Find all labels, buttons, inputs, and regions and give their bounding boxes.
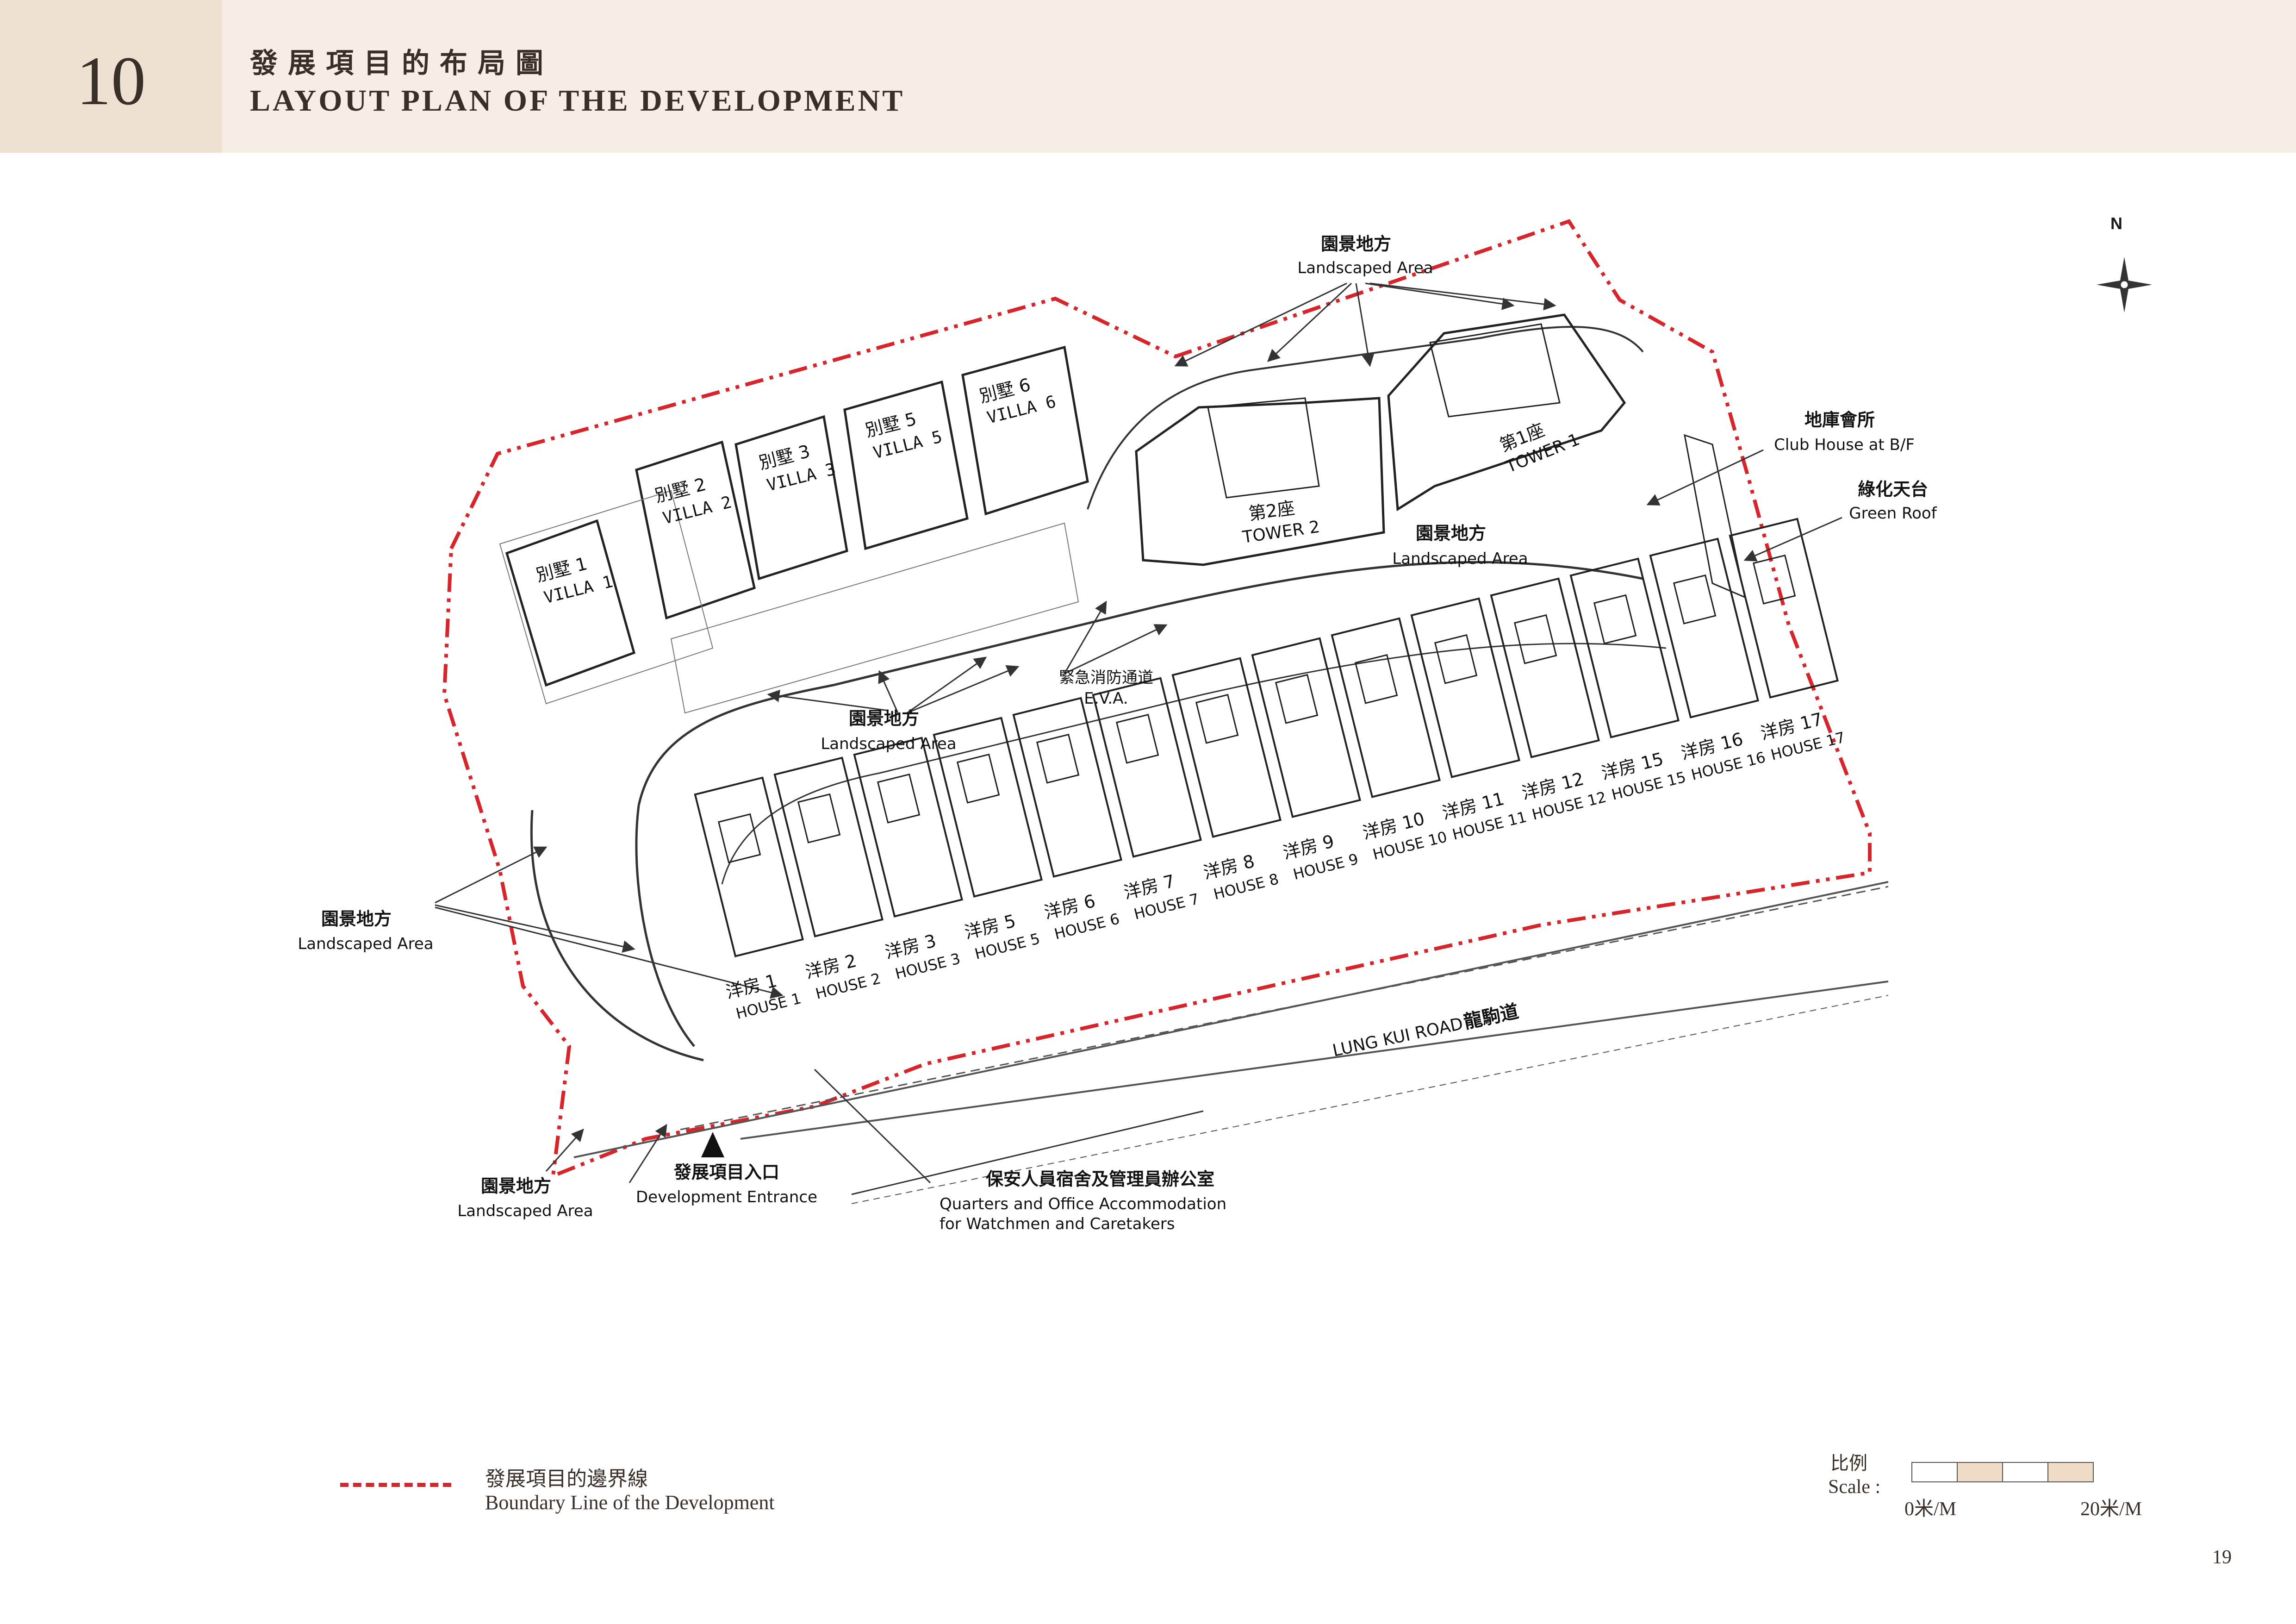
house-building xyxy=(1092,677,1202,858)
label-entrance-zh: 發展項目入口 xyxy=(673,1162,779,1182)
label-quarters-zh: 保安人員宿舍及管理員辦公室 xyxy=(986,1169,1214,1189)
site-boundary-line xyxy=(442,219,1872,1179)
house-building xyxy=(773,756,884,937)
scale-segment xyxy=(1958,1463,2003,1481)
scale-segment xyxy=(2003,1463,2048,1481)
compass-north-label: N xyxy=(2110,214,2122,233)
house-building xyxy=(694,776,804,957)
scale-end-label: 20米/M xyxy=(2080,1499,2142,1520)
section-number: 10 xyxy=(76,43,146,119)
house-building xyxy=(1490,577,1600,758)
page-header: 10 發展項目的布局圖 LAYOUT PLAN OF THE DEVELOPME… xyxy=(0,0,2296,153)
tower-buildings xyxy=(1135,313,1746,599)
lung-kui-road xyxy=(573,881,1889,1204)
scale-label-zh: 比例 xyxy=(1830,1453,1867,1474)
label-landscaped-top-zh: 園景地方 xyxy=(1321,234,1391,254)
label-landscaped-left-zh: 園景地方 xyxy=(321,909,392,929)
house-building xyxy=(1729,518,1839,699)
house-building xyxy=(1171,657,1282,838)
label-eva-zh: 緊急消防通道 xyxy=(1059,668,1153,687)
label-landscaped-mid-zh: 園景地方 xyxy=(849,708,919,729)
house-building xyxy=(1569,557,1680,738)
house-building xyxy=(853,737,963,918)
scale-label-en: Scale : xyxy=(1828,1476,1881,1498)
tower-2-zh: 第2座 xyxy=(1247,498,1296,525)
compass-rose-icon xyxy=(2097,257,2152,312)
page-title-en: LAYOUT PLAN OF THE DEVELOPMENT xyxy=(250,84,905,118)
label-landscaped-towers-en: Landscaped Area xyxy=(1392,550,1528,568)
villa-buildings xyxy=(499,345,1089,714)
label-landscaped-towers-zh: 園景地方 xyxy=(1416,523,1486,543)
house-building xyxy=(933,717,1043,898)
legend-label-en: Boundary Line of the Development xyxy=(485,1491,775,1514)
label-entrance-en: Development Entrance xyxy=(636,1188,817,1206)
label-landscaped-bottom-zh: 園景地方 xyxy=(481,1176,551,1196)
scale-start-label: 0米/M xyxy=(1904,1499,1957,1520)
label-landscaped-mid-en: Landscaped Area xyxy=(821,735,956,753)
house-building xyxy=(1649,537,1759,718)
label-green-roof-en: Green Roof xyxy=(1849,504,1937,523)
house-building xyxy=(1012,697,1122,878)
internal-driveway xyxy=(530,326,1667,1062)
house-building xyxy=(1410,597,1520,778)
scale-bar xyxy=(1911,1462,2094,1482)
label-green-roof-zh: 綠化天台 xyxy=(1858,479,1928,500)
legend-label-zh: 發展項目的邊界線 xyxy=(485,1467,648,1491)
scale-segment xyxy=(2048,1463,2093,1481)
leader-arrows xyxy=(435,282,1842,1195)
page-number: 19 xyxy=(2212,1547,2232,1568)
label-landscaped-left-en: Landscaped Area xyxy=(298,935,433,953)
plan-labels: 園景地方 Landscaped Area 地庫會所 Club House at … xyxy=(298,234,1937,1233)
label-landscaped-bottom-en: Landscaped Area xyxy=(457,1202,593,1220)
section-number-box: 10 xyxy=(0,0,222,153)
label-quarters-en1: Quarters and Office Accommodation xyxy=(940,1195,1226,1213)
label-club-house-zh: 地庫會所 xyxy=(1804,410,1875,430)
house-building xyxy=(1251,637,1361,818)
house-building xyxy=(1331,617,1441,798)
entrance-triangle-icon xyxy=(701,1132,724,1157)
label-eva-en: E.V.A. xyxy=(1084,689,1128,708)
house-buildings xyxy=(694,518,1839,957)
scale-segment xyxy=(1912,1463,1958,1481)
label-club-house-en: Club House at B/F xyxy=(1774,436,1915,454)
label-road-zh: 龍駒道 xyxy=(1462,1001,1520,1033)
label-landscaped-top-en: Landscaped Area xyxy=(1297,259,1433,277)
legend-boundary-line xyxy=(340,1483,451,1487)
label-road-en: LUNG KUI ROAD xyxy=(1331,1014,1465,1061)
label-quarters-en2: for Watchmen and Caretakers xyxy=(940,1215,1175,1233)
page-title-zh: 發展項目的布局圖 xyxy=(250,47,554,80)
